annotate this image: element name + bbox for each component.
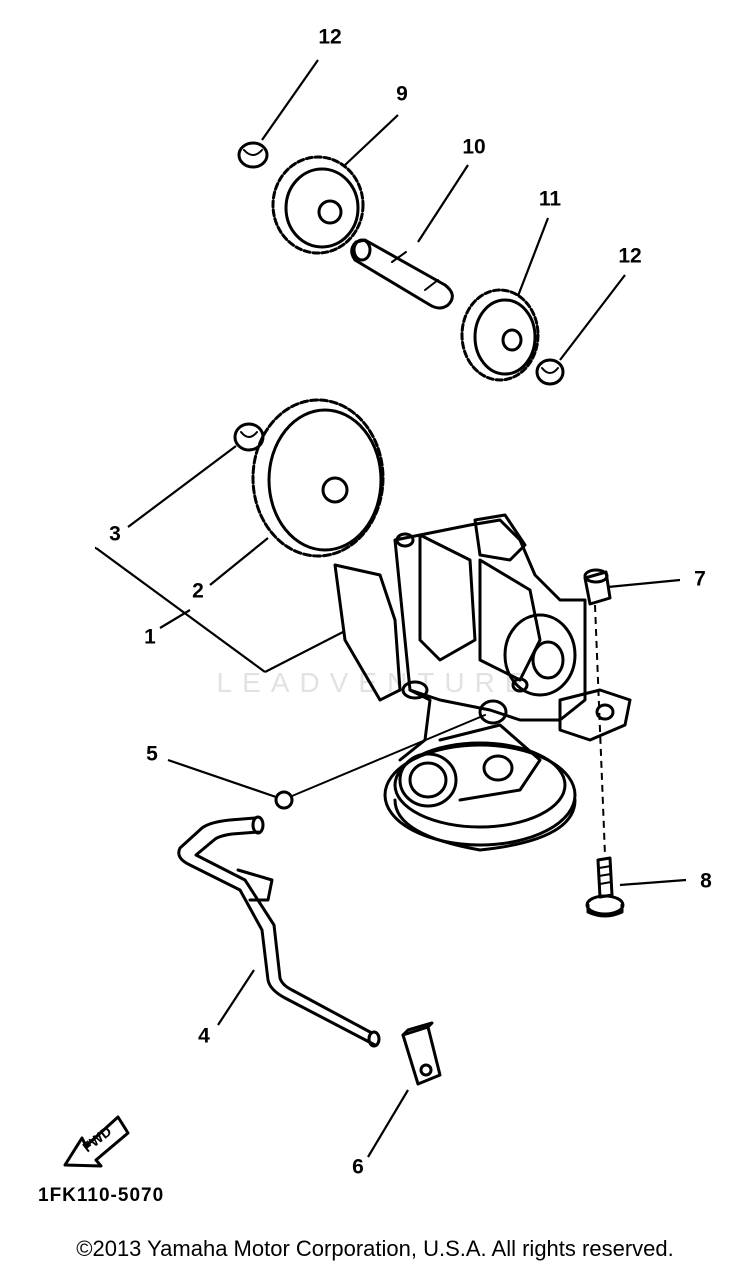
callout-8: 8 [700, 870, 712, 893]
part-11-gear [460, 288, 540, 382]
dowel-alignment-line [594, 604, 606, 856]
part-12-circlip-bottom [535, 358, 565, 386]
callout-7: 7 [694, 568, 706, 591]
leader-lines [95, 59, 687, 1158]
part-4-oil-pipe [177, 815, 381, 1048]
callout-4: 4 [198, 1025, 210, 1048]
callout-11: 11 [539, 188, 562, 211]
part-6-clip [401, 1021, 442, 1086]
part-8-bolt [585, 856, 625, 918]
callout-1: 1 [144, 626, 156, 649]
callout-10: 10 [462, 136, 485, 159]
oil-pump-assembly [333, 513, 632, 852]
o-ring-alignment-line [291, 714, 486, 797]
copyright-notice: ©2013 Yamaha Motor Corporation, U.S.A. A… [76, 1236, 674, 1261]
part-10-shaft [350, 238, 454, 310]
part-2-large-gear [251, 398, 385, 558]
callout-5: 5 [146, 743, 158, 766]
part-12-circlip-top [237, 141, 269, 169]
part-5-o-ring [274, 790, 294, 810]
forward-direction-arrow: FWD [63, 1115, 130, 1168]
callout-numbers: 12 9 10 11 12 3 2 1 7 5 8 4 6 [109, 26, 712, 1179]
callout-12-bottom: 12 [618, 245, 641, 268]
callout-12-top: 12 [318, 26, 341, 49]
callout-3: 3 [109, 523, 121, 546]
callout-2: 2 [192, 580, 204, 603]
part-9-gear [271, 155, 365, 255]
callout-9: 9 [396, 83, 408, 106]
drawing-code: 1FK110-5070 [38, 1185, 165, 1206]
part-7-dowel [583, 568, 612, 606]
callout-6: 6 [352, 1156, 364, 1179]
